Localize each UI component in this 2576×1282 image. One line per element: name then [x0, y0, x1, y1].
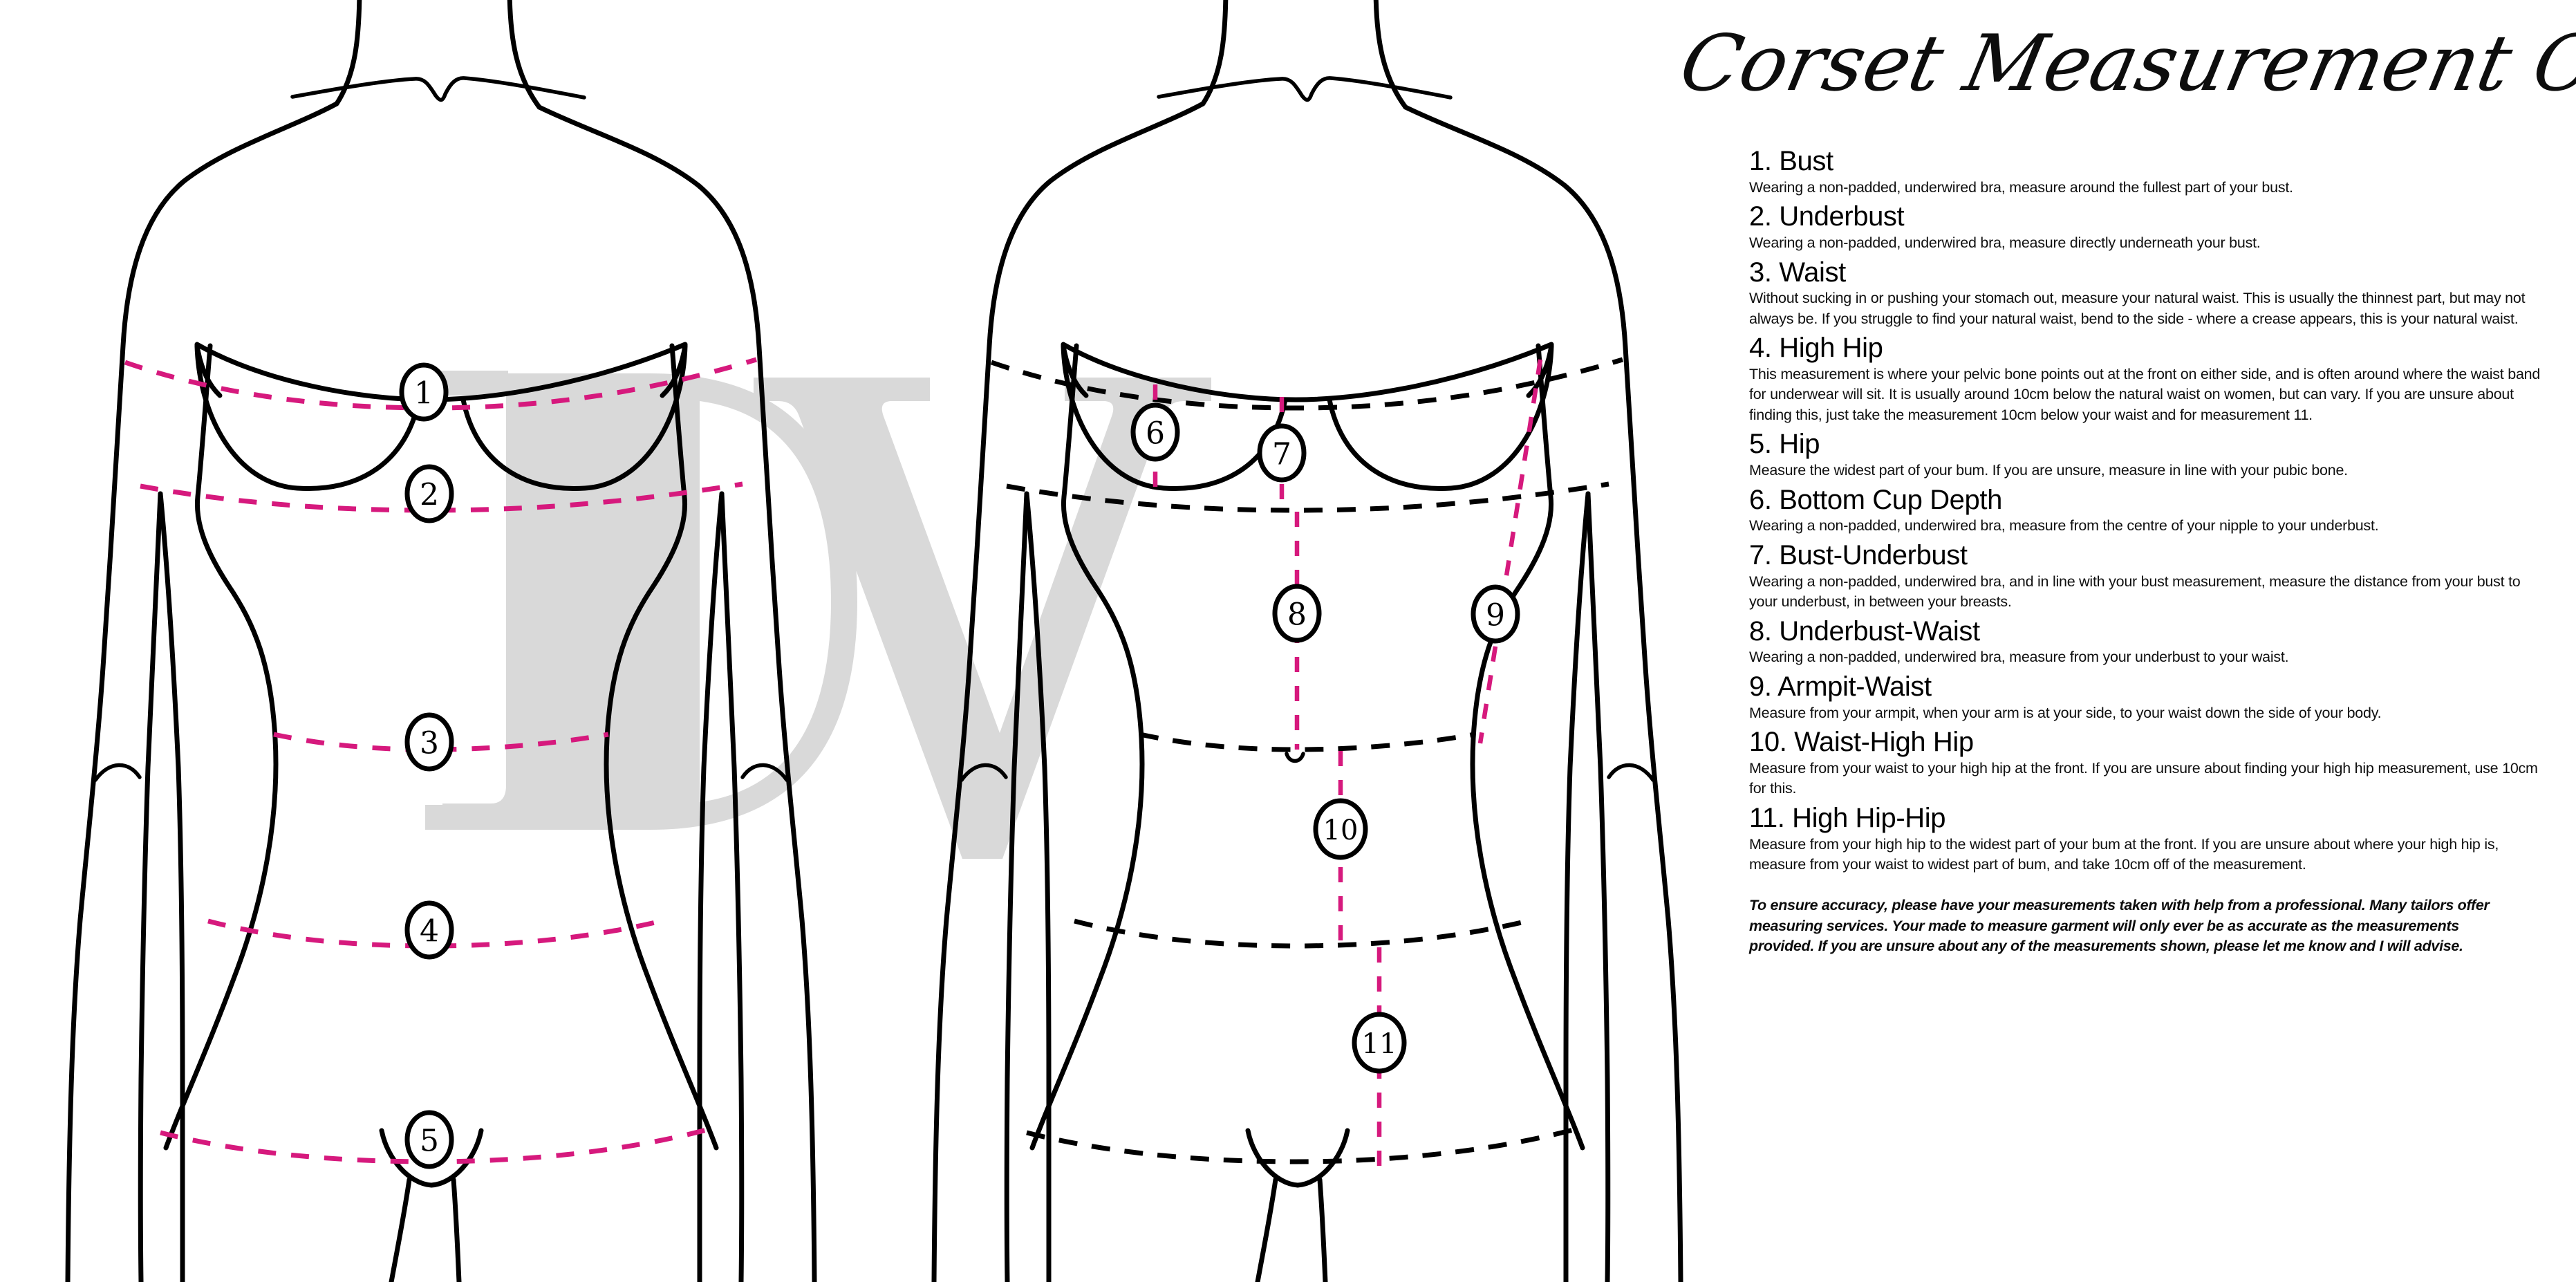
svg-text:1: 1	[414, 376, 433, 411]
marker-9: 9	[1471, 584, 1520, 644]
marker-6: 6	[1130, 402, 1180, 462]
svg-text:11: 11	[1362, 1028, 1397, 1060]
measurement-heading-8: 8. Underbust-Waist	[1749, 615, 1980, 647]
page-title: Corset Measurement Chart	[1672, 15, 2576, 126]
measurement-heading-2: 2. Underbust	[1749, 201, 1905, 232]
guide-line-highhip	[1074, 917, 1534, 949]
measurement-heading-6: 6. Bottom Cup Depth	[1749, 484, 2002, 515]
measurement-body-2: Wearing a non-padded, underwired bra, me…	[1749, 234, 2261, 252]
right-body-figure: 6 7 8 9 10	[931, 0, 1683, 1282]
measurement-body-4: This measurement is where your pelvic bo…	[1749, 366, 2541, 423]
measurement-body-3: Without sucking in or pushing your stoma…	[1749, 290, 2526, 327]
measurement-body-9: Measure from your armpit, when your arm …	[1749, 704, 2382, 721]
accuracy-disclaimer: To ensure accuracy, please have your mea…	[1749, 897, 2490, 955]
left-body-figure: 1 2 3 4 5	[65, 0, 817, 1282]
measurement-body-6: Wearing a non-padded, underwired bra, me…	[1749, 517, 2379, 535]
measurement-body-10: Measure from your waist to your high hip…	[1749, 759, 2538, 797]
svg-text:7: 7	[1272, 437, 1291, 472]
measure-line-2-underbust	[140, 481, 743, 513]
marker-3: 3	[404, 712, 454, 772]
svg-text:8: 8	[1287, 597, 1307, 633]
marker-7: 7	[1257, 423, 1307, 483]
marker-10: 10	[1313, 798, 1368, 860]
measurement-heading-11: 11. High Hip-Hip	[1749, 802, 1946, 833]
measurement-heading-9: 9. Armpit-Waist	[1749, 671, 1932, 702]
measurement-heading-5: 5. Hip	[1749, 429, 1820, 460]
measurement-heading-3: 3. Waist	[1749, 257, 1846, 288]
svg-text:6: 6	[1146, 416, 1165, 452]
guide-line-underbust	[1006, 481, 1609, 513]
measurement-body-8: Wearing a non-padded, underwired bra, me…	[1749, 649, 2289, 666]
guide-line-waist	[1139, 732, 1475, 752]
svg-text:3: 3	[420, 726, 439, 761]
marker-11: 11	[1352, 1012, 1407, 1074]
measurement-heading-7: 7. Bust-Underbust	[1749, 539, 1968, 570]
svg-text:2: 2	[420, 478, 439, 513]
measurement-body-5: Measure the widest part of your bum. If …	[1749, 462, 2348, 479]
page-title-text: Corset Measurement Chart	[1672, 18, 2576, 109]
marker-4: 4	[404, 900, 454, 960]
measurement-body-7: Wearing a non-padded, underwired bra, an…	[1749, 573, 2521, 611]
measurement-heading-4: 4. High Hip	[1749, 333, 1883, 364]
measurement-body-11: Measure from your high hip to the widest…	[1749, 835, 2499, 873]
marker-5: 5	[404, 1110, 454, 1169]
marker-8: 8	[1272, 584, 1322, 643]
marker-2: 2	[404, 464, 454, 523]
svg-text:9: 9	[1486, 598, 1505, 633]
measure-line-4-highhip	[207, 917, 668, 949]
svg-text:4: 4	[420, 914, 439, 949]
measure-line-3-waist	[273, 732, 609, 752]
marker-1: 1	[399, 362, 449, 422]
measure-line-9-armpitwaist	[1477, 359, 1543, 744]
measurement-heading-10: 10. Waist-High Hip	[1749, 727, 1974, 758]
measurement-heading-1: 1. Bust	[1749, 146, 1833, 176]
svg-text:5: 5	[420, 1124, 439, 1159]
svg-text:10: 10	[1323, 815, 1359, 846]
measurement-body-1: Wearing a non-padded, underwired bra, me…	[1749, 178, 2293, 196]
guide-line-bust	[990, 357, 1624, 411]
guide-line-hip	[1026, 1127, 1574, 1164]
body-figures-illustration: .ol { fill:none; stroke:#000; stroke-wid…	[65, 0, 1683, 1282]
figures-pane: .ol { fill:none; stroke:#000; stroke-wid…	[65, 0, 1683, 1282]
